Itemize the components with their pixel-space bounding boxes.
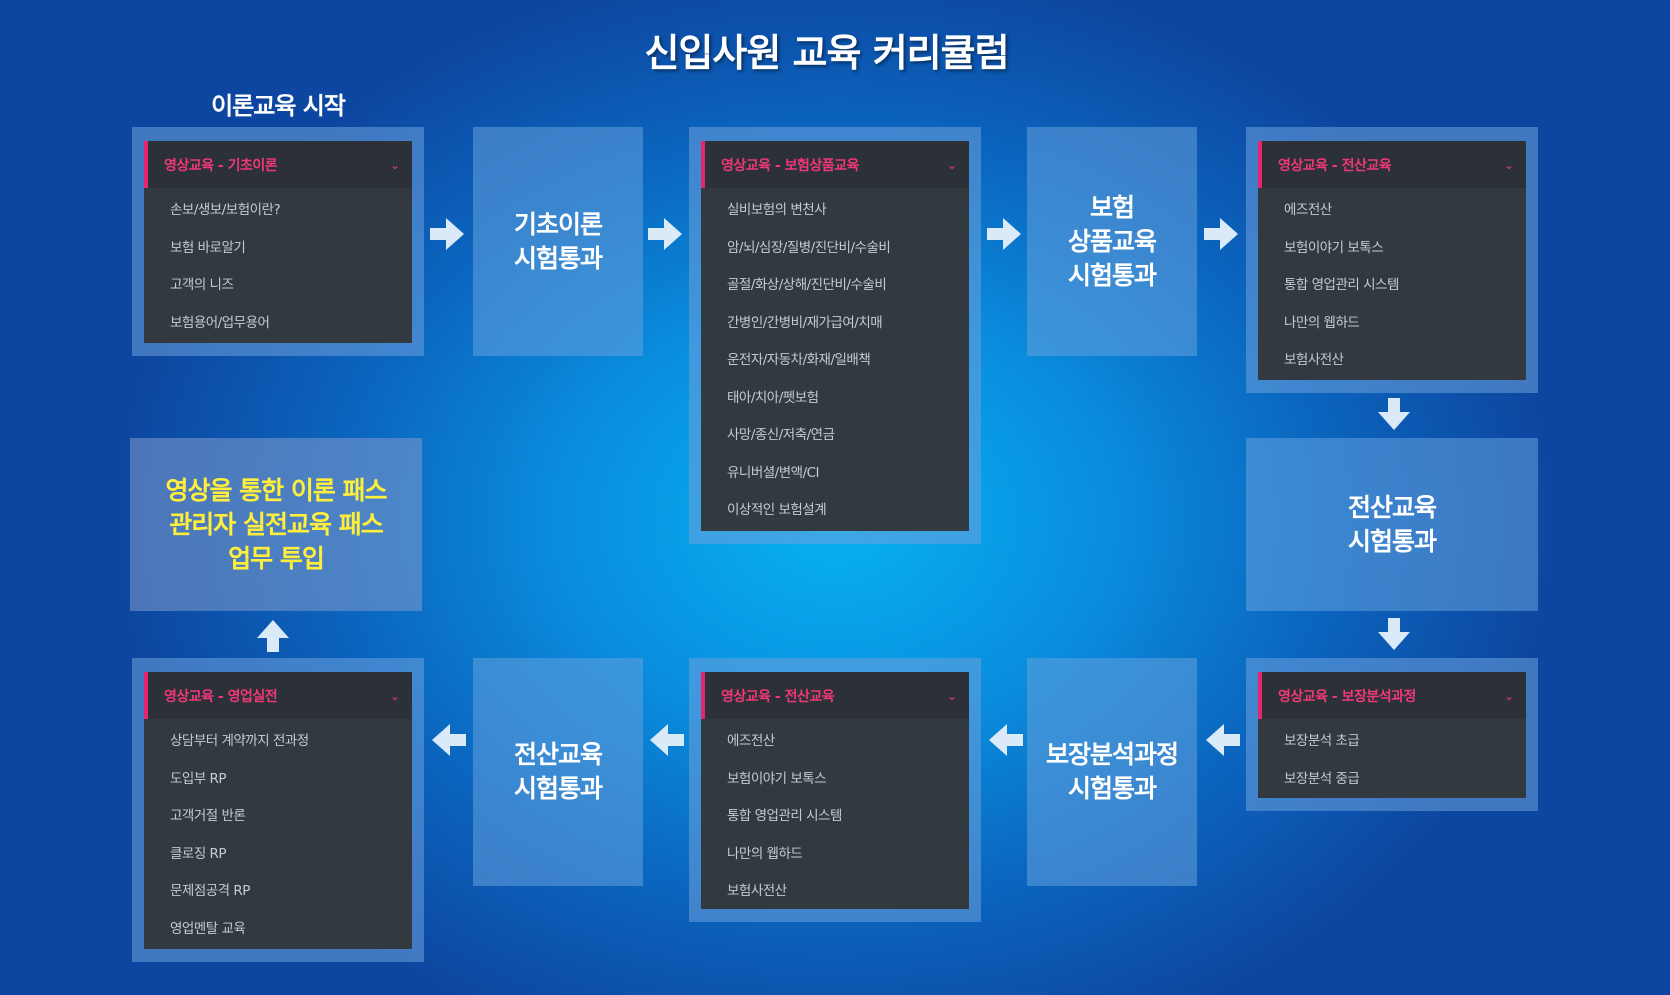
menu-item[interactable]: 유니버셜/변액/CI — [727, 464, 820, 481]
arrow-shape — [1204, 218, 1238, 250]
arrow-down-icon — [1376, 618, 1412, 654]
pass-basic-theory: 기초이론 시험통과 — [473, 127, 643, 356]
menu-item[interactable]: 암/뇌/심장/질병/진단비/수술비 — [727, 239, 891, 256]
menu-header-title: 영상교육 - 기초이론 — [164, 157, 278, 174]
menu-item[interactable]: 보험 바로알기 — [170, 239, 246, 256]
pass-it-education-left: 전산교육 시험통과 — [473, 658, 643, 886]
arrow-shape — [1378, 618, 1410, 650]
pass-it-education-right: 전산교육 시험통과 — [1246, 438, 1538, 611]
chevron-down-icon[interactable]: ⌄ — [1503, 157, 1514, 172]
menu-item[interactable]: 보험사전산 — [727, 883, 787, 899]
menu-item[interactable]: 나만의 웹하드 — [1284, 314, 1360, 331]
menu-item[interactable]: 사망/종신/저축/연금 — [727, 427, 835, 443]
arrow-shape — [430, 218, 464, 250]
menu-item[interactable]: 에즈전산 — [1284, 202, 1332, 218]
menu-item[interactable]: 고객의 니즈 — [170, 277, 234, 293]
menu-item[interactable]: 이상적인 보험설계 — [727, 502, 827, 518]
chevron-down-icon[interactable]: ⌄ — [946, 157, 957, 172]
page-title: 신입사원 교육 커리큘럼 — [644, 31, 1009, 75]
arrow-right-icon — [648, 216, 684, 252]
arrow-left-icon — [987, 722, 1023, 758]
menu-item[interactable]: 영업멘탈 교육 — [170, 920, 246, 937]
chevron-down-icon[interactable]: ⌄ — [389, 688, 400, 703]
arrow-left-icon — [430, 722, 466, 758]
arrow-right-icon — [430, 216, 466, 252]
menu-item[interactable]: 도입부 RP — [170, 770, 227, 787]
menu-item[interactable]: 에즈전산 — [727, 733, 775, 749]
menu-item[interactable]: 보험이야기 보톡스 — [1284, 239, 1384, 256]
arrow-down-icon — [1376, 398, 1412, 434]
menu-header[interactable]: 영상교육 - 보장분석과정 ⌄ — [1258, 672, 1526, 719]
arrow-shape — [650, 724, 684, 756]
menu-item[interactable]: 보장분석 중급 — [1284, 770, 1360, 787]
menu-header[interactable]: 영상교육 - 전산교육 ⌄ — [701, 672, 969, 719]
menu-item[interactable]: 나만의 웹하드 — [727, 845, 803, 862]
menu-item[interactable]: 클로징 RP — [170, 845, 227, 862]
arrow-shape — [1206, 724, 1240, 756]
arrow-shape — [648, 218, 682, 250]
menu-item[interactable]: 골절/화상/상해/진단비/수술비 — [727, 277, 887, 293]
menu-header[interactable]: 영상교육 - 영업실전 ⌄ — [144, 672, 412, 719]
menu-item[interactable]: 통합 영업관리 시스템 — [1284, 277, 1399, 293]
arrow-left-icon — [648, 722, 684, 758]
menu-item[interactable]: 보험용어/업무용어 — [170, 314, 270, 331]
menu-header[interactable]: 영상교육 - 보험상품교육 ⌄ — [701, 141, 969, 188]
menu-header-title: 영상교육 - 보험상품교육 — [721, 157, 859, 174]
menu-item[interactable]: 보장분석 초급 — [1284, 733, 1360, 749]
menu-header[interactable]: 영상교육 - 전산교육 ⌄ — [1258, 141, 1526, 188]
menu-header-title: 영상교육 - 영업실전 — [164, 688, 278, 705]
menu-item[interactable]: 상담부터 계약까지 전과정 — [170, 733, 309, 749]
arrow-right-icon — [1204, 216, 1240, 252]
menu-header-title: 영상교육 - 전산교육 — [1278, 157, 1392, 174]
arrow-shape — [432, 724, 466, 756]
chevron-down-icon[interactable]: ⌄ — [389, 157, 400, 172]
final-box: 영상을 통한 이론 패스 관리자 실전교육 패스 업무 투입 — [130, 438, 422, 611]
menu-header[interactable]: 영상교육 - 기초이론 ⌄ — [144, 141, 412, 188]
menu-item[interactable]: 고객거절 반론 — [170, 808, 246, 824]
arrow-shape — [1378, 398, 1410, 430]
start-label: 이론교육 시작 — [211, 92, 346, 120]
menu-item[interactable]: 손보/생보/보험이란? — [170, 202, 281, 218]
chevron-down-icon[interactable]: ⌄ — [1503, 688, 1514, 703]
menu-item[interactable]: 통합 영업관리 시스템 — [727, 808, 842, 824]
menu-item[interactable]: 문제점공격 RP — [170, 883, 250, 899]
arrow-shape — [989, 724, 1023, 756]
menu-header-title: 영상교육 - 보장분석과정 — [1278, 688, 1416, 705]
menu-item[interactable]: 실비보험의 변천사 — [727, 202, 827, 218]
arrow-up-icon — [255, 616, 291, 652]
arrow-shape — [257, 620, 289, 652]
menu-item[interactable]: 태아/치아/펫보험 — [727, 389, 819, 406]
pass-product-education: 보험 상품교육 시험통과 — [1027, 127, 1197, 356]
arrow-right-icon — [987, 216, 1023, 252]
menu-item[interactable]: 보험이야기 보톡스 — [727, 770, 827, 787]
menu-header-title: 영상교육 - 전산교육 — [721, 688, 835, 705]
chevron-down-icon[interactable]: ⌄ — [946, 688, 957, 703]
menu-item[interactable]: 간병인/간병비/재가급여/치매 — [727, 314, 883, 331]
menu-item[interactable]: 보험사전산 — [1284, 352, 1344, 368]
arrow-shape — [987, 218, 1021, 250]
pass-coverage-analysis: 보장분석과정 시험통과 — [1027, 658, 1197, 886]
menu-item[interactable]: 운전자/자동차/화재/일배책 — [727, 352, 871, 368]
arrow-left-icon — [1204, 722, 1240, 758]
